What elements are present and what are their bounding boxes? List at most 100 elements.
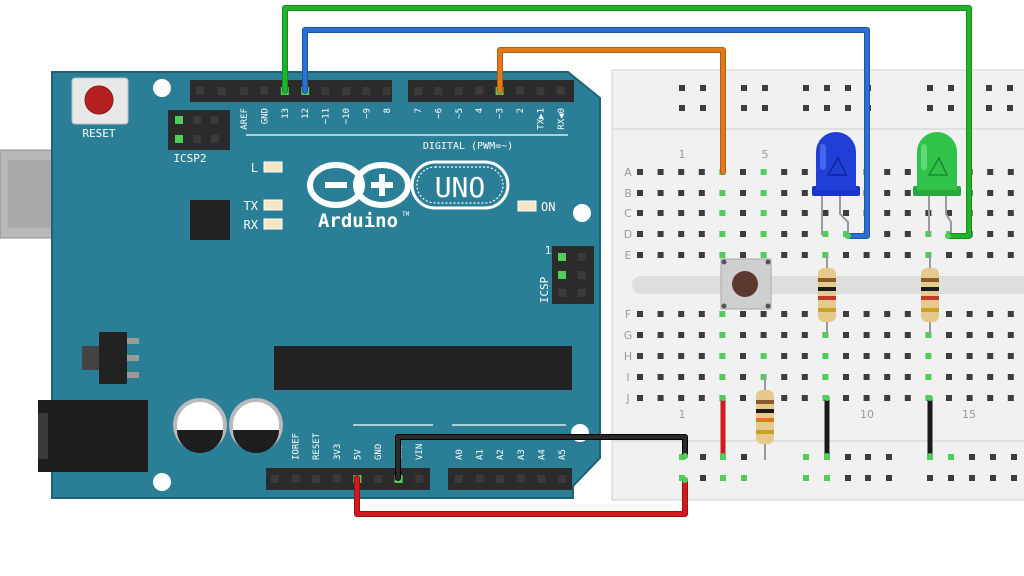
pin-label: 12 bbox=[301, 108, 311, 119]
header-pin bbox=[271, 475, 279, 483]
breadboard-hole bbox=[741, 475, 747, 481]
breadboard-hole bbox=[781, 332, 788, 338]
breadboard-hole bbox=[884, 210, 891, 216]
breadboard-hole bbox=[781, 231, 788, 237]
resistor bbox=[818, 255, 836, 334]
minus-icon bbox=[325, 182, 347, 188]
breadboard-hole bbox=[719, 210, 726, 216]
breadboard-hole bbox=[678, 231, 685, 237]
pin-label: ~10 bbox=[342, 108, 352, 124]
row-label: A bbox=[624, 166, 632, 179]
header-pin bbox=[196, 87, 204, 95]
breadboard-hole bbox=[803, 454, 809, 460]
breadboard-hole bbox=[925, 374, 932, 380]
pin-label: A3 bbox=[517, 449, 527, 460]
breadboard-hole bbox=[845, 85, 851, 91]
breadboard-hole bbox=[946, 210, 952, 216]
breadboard-hole bbox=[637, 311, 643, 317]
breadboard-hole bbox=[946, 374, 952, 380]
pin-label: A2 bbox=[496, 449, 506, 460]
breadboard-hole bbox=[987, 190, 994, 196]
breadboard-hole bbox=[678, 169, 685, 175]
breadboard-hole bbox=[698, 353, 705, 359]
breadboard-hole bbox=[948, 454, 954, 460]
pin-label: A4 bbox=[537, 449, 547, 460]
pin-label: A0 bbox=[455, 449, 465, 460]
breadboard-hole bbox=[822, 332, 829, 338]
breadboard-hole bbox=[657, 332, 664, 338]
breadboard-hole bbox=[678, 252, 685, 258]
header-pin bbox=[342, 87, 350, 95]
breadboard-hole bbox=[865, 454, 871, 460]
resistor bbox=[921, 255, 939, 334]
row-label: B bbox=[624, 187, 632, 200]
header-pin bbox=[516, 475, 525, 483]
breadboard-hole bbox=[679, 475, 685, 481]
header-pin bbox=[496, 475, 505, 483]
breadboard-hole bbox=[741, 105, 747, 111]
breadboard-hole bbox=[657, 210, 664, 216]
led-green-legs bbox=[928, 196, 952, 235]
header-pin bbox=[414, 87, 422, 95]
header-pin bbox=[434, 87, 443, 95]
breadboard-hole bbox=[1007, 374, 1014, 380]
breadboard-hole bbox=[946, 395, 952, 401]
breadboard-hole bbox=[925, 252, 932, 258]
pin-label: GND bbox=[374, 444, 384, 460]
breadboard-hole bbox=[700, 105, 706, 111]
breadboard-hole bbox=[801, 332, 808, 338]
header-pin bbox=[362, 87, 371, 95]
breadboard-hole bbox=[1007, 231, 1014, 237]
led-green bbox=[913, 132, 961, 196]
breadboard-hole bbox=[986, 105, 992, 111]
col-number-top-1: 1 bbox=[679, 148, 686, 161]
led-blue bbox=[812, 132, 860, 196]
breadboard-hole bbox=[966, 353, 973, 359]
pushbutton[interactable] bbox=[720, 258, 772, 310]
breadboard-hole bbox=[803, 475, 809, 481]
breadboard-hole bbox=[719, 252, 726, 258]
breadboard-hole bbox=[927, 105, 933, 111]
header-pin bbox=[537, 475, 546, 483]
breadboard-hole bbox=[884, 332, 891, 338]
breadboard-hole bbox=[886, 475, 892, 481]
breadboard-hole bbox=[884, 353, 891, 359]
pin-label: 4 bbox=[475, 108, 485, 113]
pin-label: 3V3 bbox=[333, 444, 343, 460]
breadboard-hole bbox=[700, 454, 706, 460]
breadboard-hole bbox=[1011, 475, 1017, 481]
led-rx-label: RX bbox=[244, 218, 259, 232]
breadboard-hole bbox=[760, 190, 767, 196]
row-label: E bbox=[625, 249, 632, 262]
breadboard-hole bbox=[637, 231, 643, 237]
col-number-bottom-10: 10 bbox=[860, 408, 874, 421]
breadboard-hole bbox=[843, 252, 849, 258]
breadboard-hole bbox=[1007, 105, 1013, 111]
breadboard-hole bbox=[1011, 454, 1017, 460]
breadboard-hole bbox=[740, 374, 746, 380]
wire-endpoints bbox=[682, 233, 951, 483]
breadboard-hole bbox=[698, 395, 705, 401]
breadboard-hole bbox=[801, 190, 808, 196]
breadboard-hole bbox=[801, 169, 808, 175]
breadboard-hole bbox=[801, 374, 808, 380]
reset-button[interactable] bbox=[84, 85, 114, 115]
brand-tm: TM bbox=[402, 211, 410, 218]
breadboard-hole bbox=[946, 252, 952, 258]
breadboard-hole bbox=[637, 353, 643, 359]
header-pin bbox=[536, 87, 545, 95]
row-label: D bbox=[624, 228, 632, 241]
breadboard-hole bbox=[801, 395, 808, 401]
breadboard-rail-divider-bottom bbox=[612, 440, 1024, 442]
header-pin bbox=[454, 87, 463, 95]
breadboard-hole bbox=[719, 374, 726, 380]
breadboard-hole bbox=[801, 210, 808, 216]
col-number-bottom-15: 15 bbox=[962, 408, 976, 421]
breadboard-hole bbox=[801, 353, 808, 359]
breadboard-hole bbox=[987, 311, 994, 317]
icsp-pin1-label: 1 bbox=[545, 244, 552, 257]
breadboard-hole bbox=[884, 374, 891, 380]
breadboard-hole bbox=[863, 395, 870, 401]
